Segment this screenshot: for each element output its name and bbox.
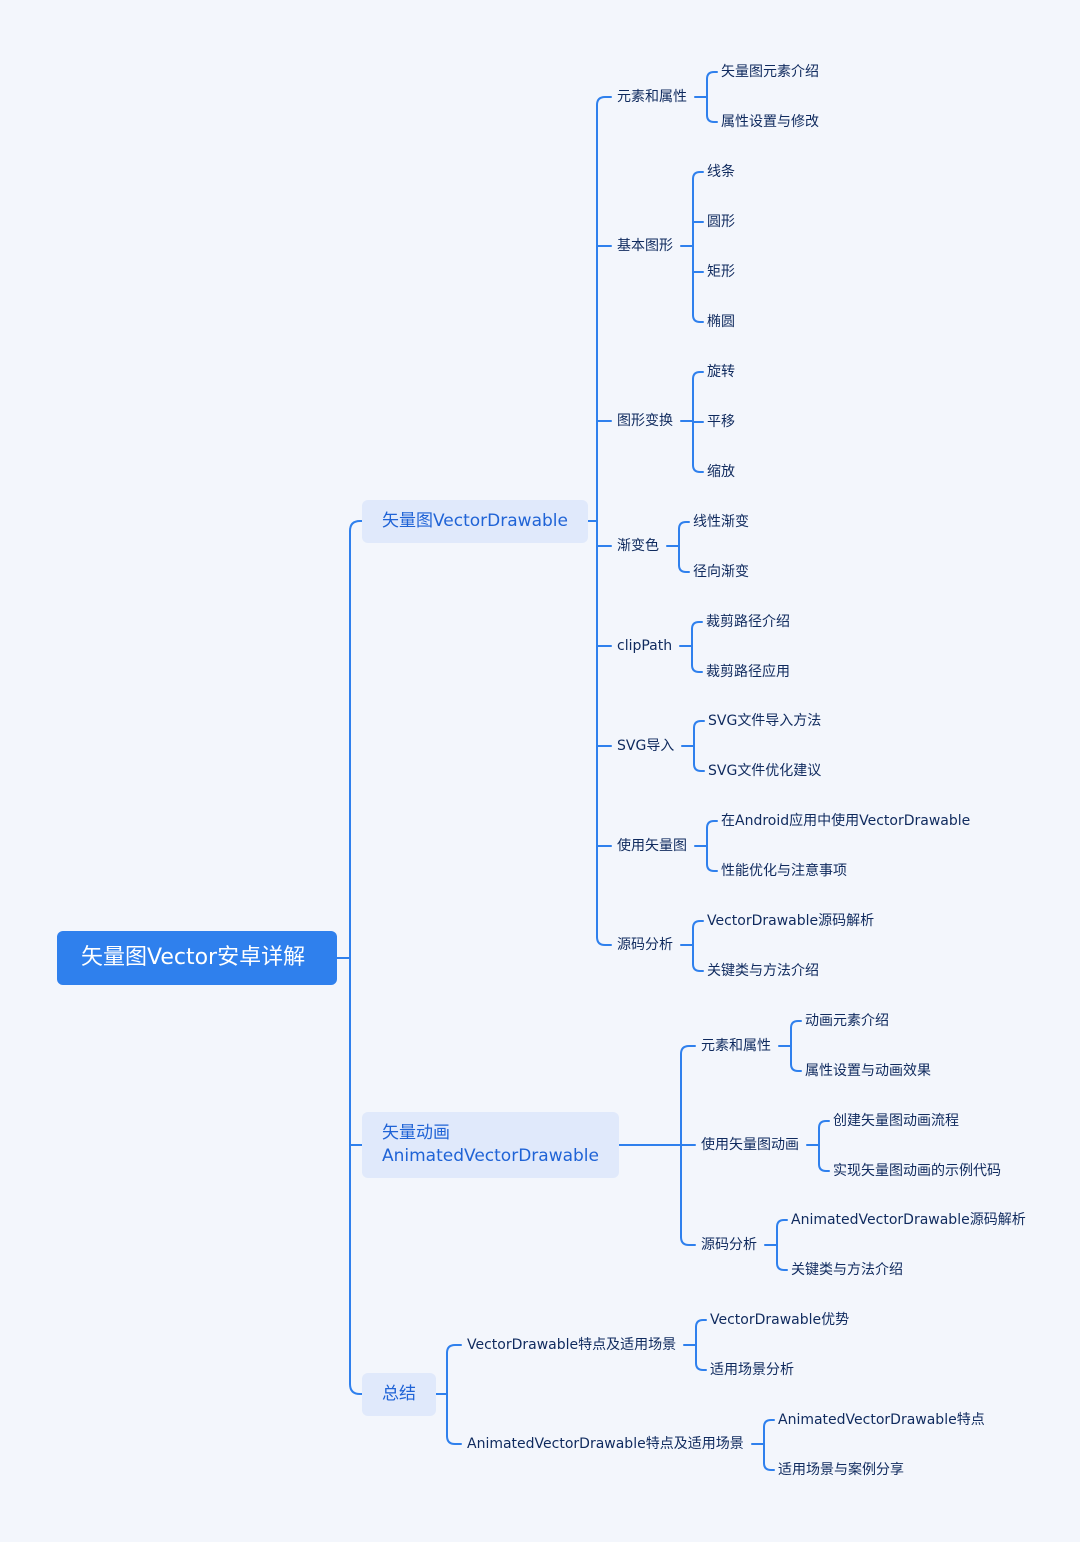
connector-line [695, 1319, 707, 1328]
subtopic[interactable]: 元素和属性 [701, 1038, 771, 1054]
connector-line [680, 1236, 696, 1246]
leaf-topic[interactable]: 实现矢量图动画的示例代码 [833, 1163, 1001, 1179]
subtopic[interactable]: 源码分析 [617, 937, 673, 953]
connector-line [446, 1344, 462, 1354]
connector-line [349, 1383, 363, 1395]
leaf-topic[interactable]: AnimatedVectorDrawable特点 [778, 1412, 985, 1428]
connector-line [678, 564, 690, 573]
connector-line [691, 664, 703, 673]
subtopic[interactable]: 渐变色 [617, 538, 659, 554]
leaf-topic[interactable]: 径向渐变 [693, 564, 749, 580]
connector-line [790, 1020, 802, 1029]
connector-line [678, 521, 690, 530]
subtopic[interactable]: 使用矢量图动画 [701, 1137, 799, 1153]
leaf-topic[interactable]: 缩放 [707, 464, 735, 480]
leaf-topic[interactable]: 矢量图元素介绍 [721, 64, 819, 80]
connector-line [818, 1120, 830, 1129]
main-topic[interactable]: 矢量图VectorDrawable [362, 500, 588, 543]
connector-line [692, 963, 704, 972]
subtopic[interactable]: clipPath [617, 638, 673, 654]
leaf-topic[interactable]: 关键类与方法介绍 [791, 1262, 903, 1278]
subtopic[interactable]: 基本图形 [617, 238, 673, 254]
connector-line [693, 720, 705, 729]
leaf-topic[interactable]: 创建矢量图动画流程 [833, 1113, 959, 1129]
connector-line [692, 314, 704, 323]
leaf-topic[interactable]: 椭圆 [707, 314, 735, 330]
leaf-topic[interactable]: SVG文件导入方法 [708, 713, 822, 729]
subtopic[interactable]: 图形变换 [617, 413, 673, 429]
connector-line [692, 920, 704, 929]
leaf-topic[interactable]: 适用场景分析 [710, 1362, 794, 1378]
leaf-topic[interactable]: 平移 [707, 414, 735, 430]
subtopic[interactable]: AnimatedVectorDrawable特点及适用场景 [467, 1436, 744, 1452]
subtopic[interactable]: 元素和属性 [617, 89, 687, 105]
connector-line [763, 1462, 775, 1471]
connector-line [692, 371, 704, 380]
connector-line [763, 1419, 775, 1428]
subtopic[interactable]: SVG导入 [617, 738, 675, 754]
connector-line [596, 96, 612, 106]
leaf-topic[interactable]: 在Android应用中使用VectorDrawable [721, 813, 971, 829]
main-topic[interactable]: 总结 [362, 1373, 436, 1416]
connector-line [349, 520, 363, 532]
leaf-topic[interactable]: 适用场景与案例分享 [778, 1462, 904, 1478]
root-topic[interactable]: 矢量图Vector安卓详解 [57, 931, 337, 985]
leaf-topic[interactable]: 属性设置与动画效果 [805, 1063, 931, 1079]
connector-line [692, 171, 704, 180]
leaf-topic[interactable]: 矩形 [707, 264, 735, 280]
connector-line [818, 1163, 830, 1172]
leaf-topic[interactable]: 裁剪路径介绍 [706, 614, 790, 630]
connector-line [680, 1045, 696, 1055]
connector-line [706, 820, 718, 829]
subtopic[interactable]: 源码分析 [701, 1237, 757, 1253]
leaf-topic[interactable]: VectorDrawable源码解析 [707, 913, 875, 929]
leaf-topic[interactable]: AnimatedVectorDrawable源码解析 [791, 1212, 1026, 1228]
connector-line [446, 1435, 462, 1445]
leaf-topic[interactable]: 旋转 [707, 364, 735, 380]
leaf-topic[interactable]: 属性设置与修改 [721, 114, 819, 130]
leaf-topic[interactable]: 关键类与方法介绍 [707, 963, 819, 979]
connector-line [776, 1219, 788, 1228]
subtopic[interactable]: 使用矢量图 [617, 838, 687, 854]
leaf-topic[interactable]: 线性渐变 [693, 514, 749, 530]
subtopic[interactable]: VectorDrawable特点及适用场景 [467, 1337, 677, 1353]
leaf-topic[interactable]: SVG文件优化建议 [708, 763, 822, 779]
connector-line [596, 936, 612, 946]
connector-line [790, 1063, 802, 1072]
connector-line [776, 1262, 788, 1271]
connector-line [706, 71, 718, 80]
leaf-topic[interactable]: 裁剪路径应用 [706, 664, 790, 680]
connector-line [706, 114, 718, 123]
leaf-topic[interactable]: 线条 [707, 164, 735, 180]
leaf-topic[interactable]: 圆形 [707, 214, 735, 230]
connector-line [692, 464, 704, 473]
connector-line [695, 1362, 707, 1371]
connector-line [691, 621, 703, 630]
leaf-topic[interactable]: VectorDrawable优势 [710, 1312, 850, 1328]
leaf-topic[interactable]: 动画元素介绍 [805, 1013, 889, 1029]
connector-line [693, 763, 705, 772]
leaf-topic[interactable]: 性能优化与注意事项 [721, 863, 847, 879]
connector-line [706, 863, 718, 872]
